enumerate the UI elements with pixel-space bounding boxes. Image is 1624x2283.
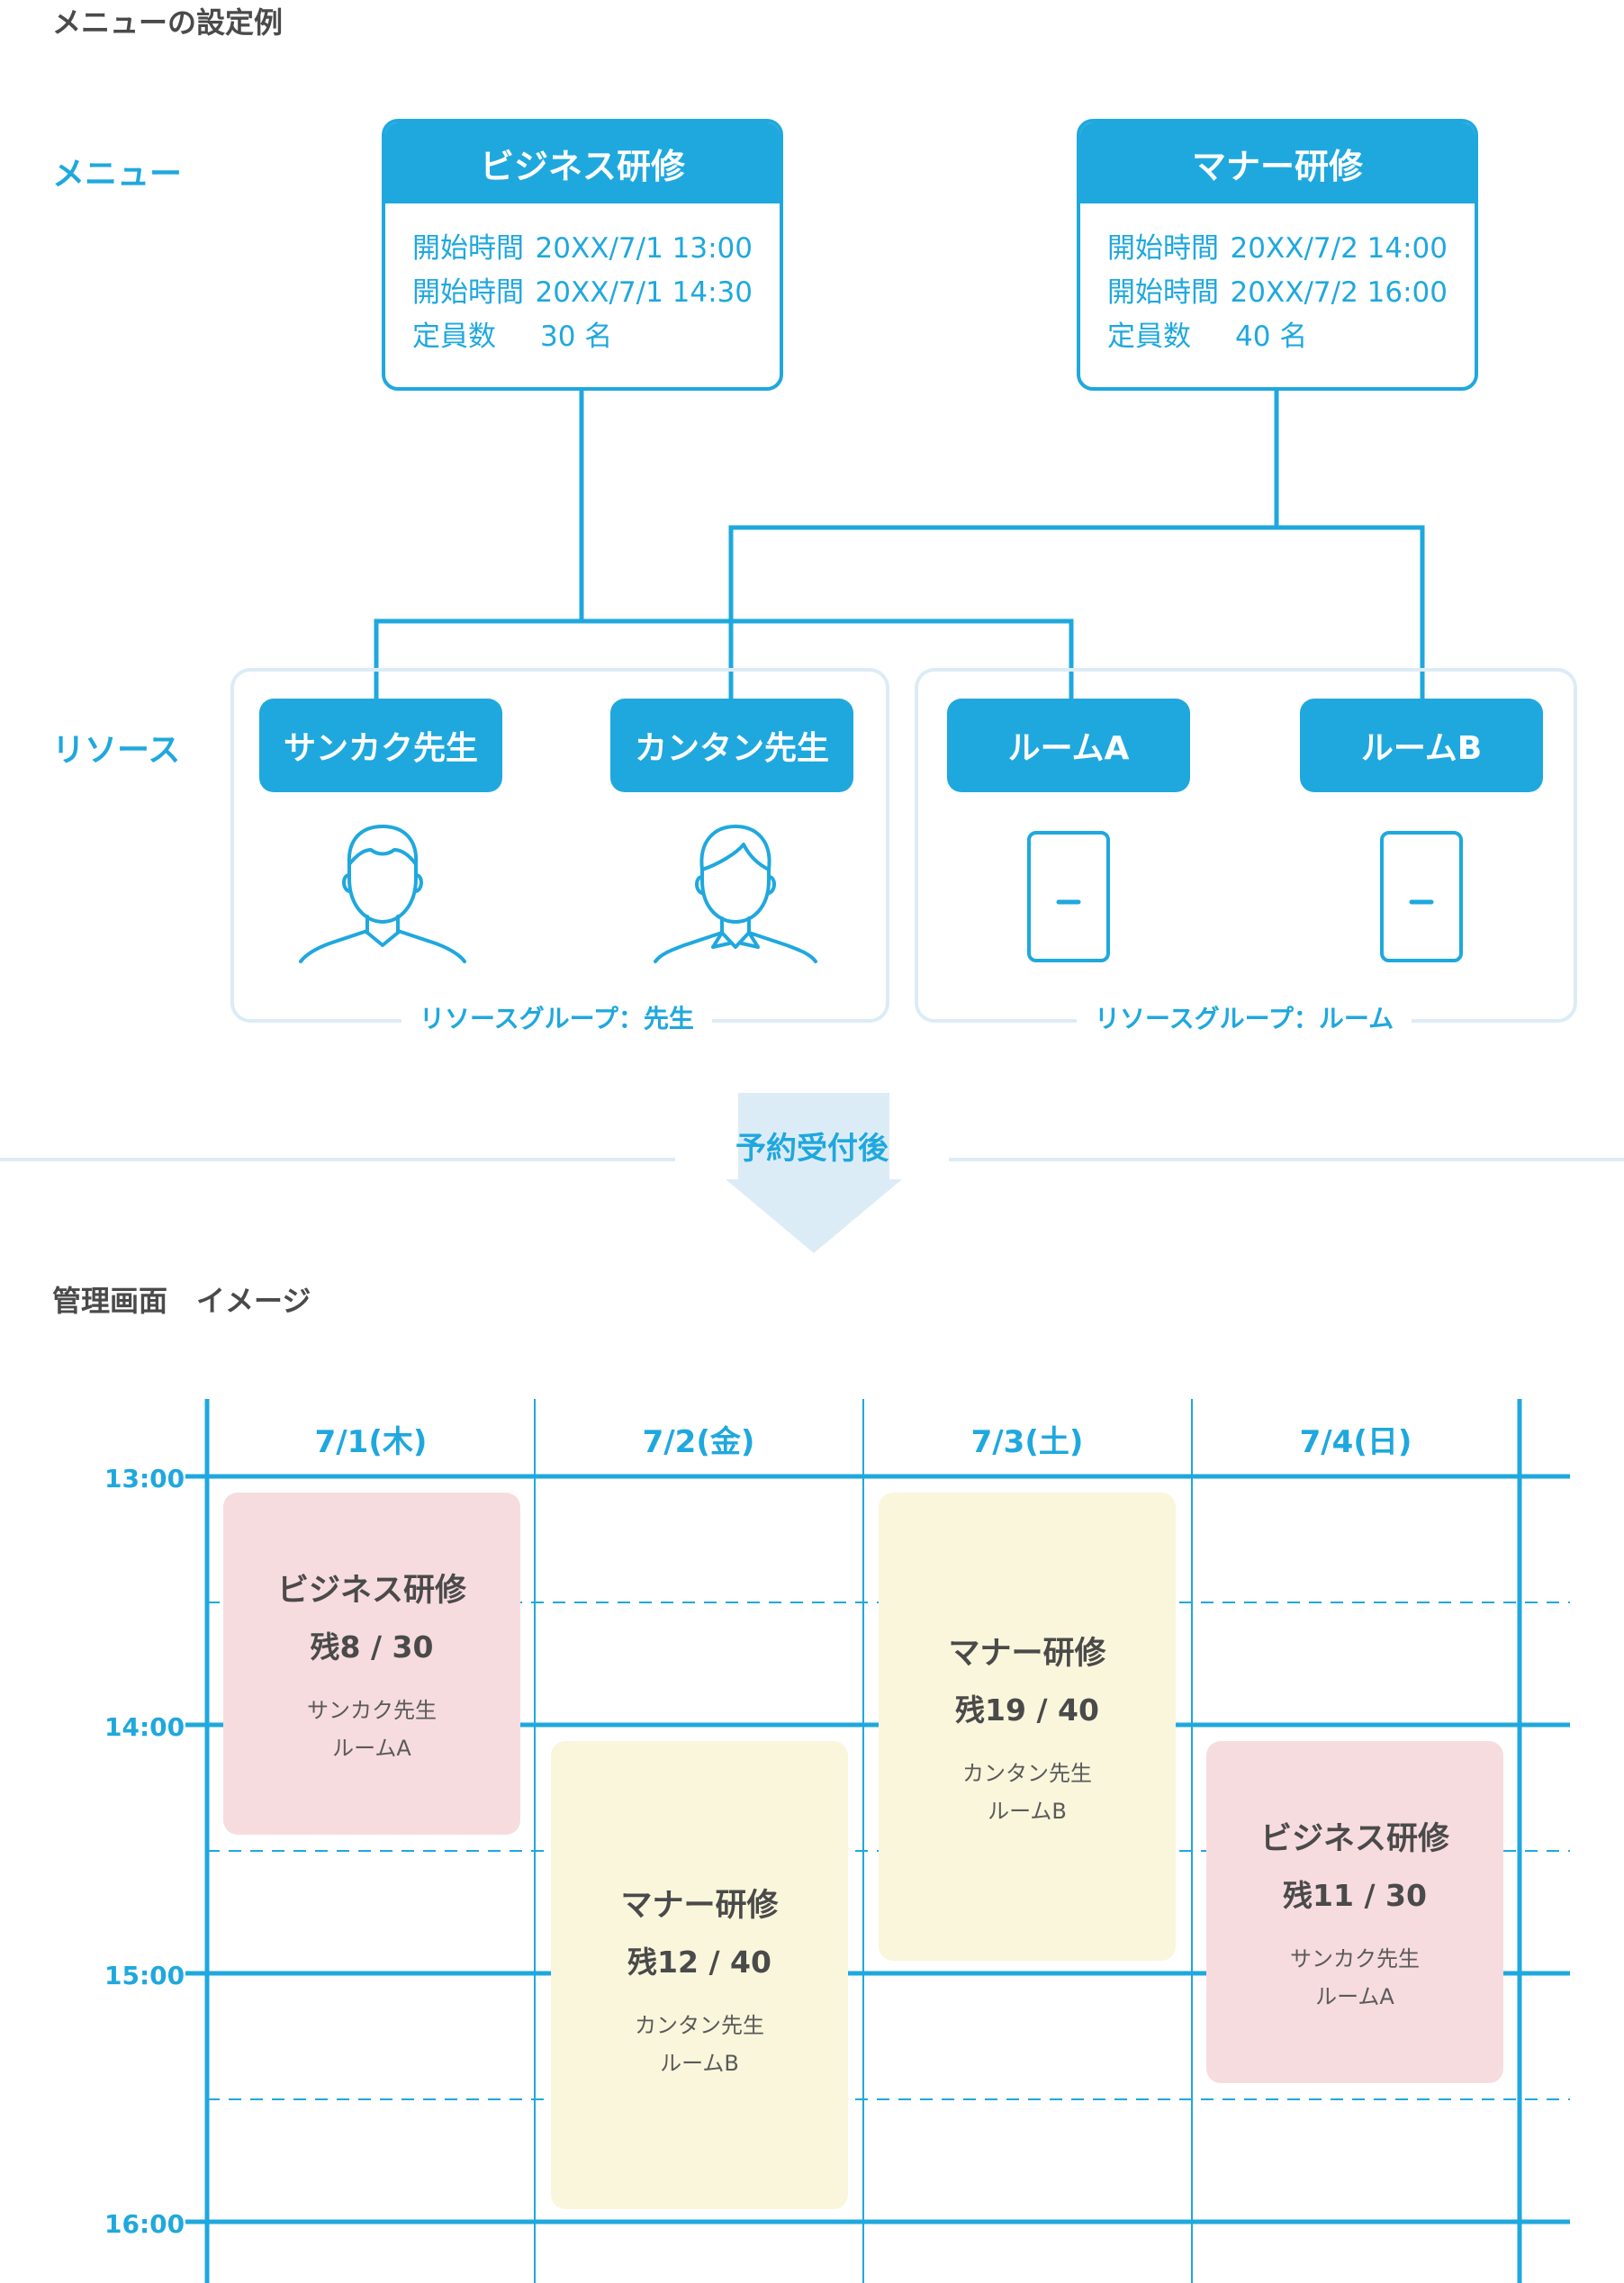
event-remaining: 残8 / 30 — [310, 1629, 434, 1665]
date-header: 7/4(日) — [1299, 1424, 1412, 1460]
calendar-event[interactable]: マナー研修 残12 / 40 カンタン先生 ルームB — [551, 1741, 848, 2209]
event-resource: サンカク先生 — [307, 1698, 437, 1723]
event-resource: ルームA — [1315, 1984, 1394, 2009]
time-label: 14:00 — [104, 1712, 185, 1742]
resource-room-b: ルームB — [1300, 699, 1543, 792]
event-resource: ルームB — [660, 2051, 739, 2076]
event-resource: ルームB — [988, 1799, 1067, 1824]
calendar-event[interactable]: ビジネス研修 残11 / 30 サンカク先生 ルームA — [1206, 1741, 1503, 2083]
event-remaining: 残12 / 40 — [627, 1945, 771, 1980]
divider-line — [949, 1158, 1624, 1161]
event-resource: サンカク先生 — [1290, 1946, 1420, 1972]
event-resource: カンタン先生 — [962, 1761, 1092, 1786]
event-remaining: 残11 / 30 — [1283, 1878, 1427, 1913]
calendar-event[interactable]: マナー研修 残19 / 40 カンタン先生 ルームB — [879, 1493, 1176, 1961]
connector-lines — [374, 384, 1425, 705]
resource-kantan-teacher: カンタン先生 — [610, 699, 853, 792]
person-short-hair-icon — [299, 825, 466, 963]
down-arrow-icon — [726, 1093, 902, 1253]
event-remaining: 残19 / 40 — [955, 1692, 1099, 1728]
menu-row-label: メニュー — [52, 156, 183, 193]
event-title: マナー研修 — [948, 1636, 1106, 1672]
event-resource: カンタン先生 — [635, 2013, 764, 2038]
time-label: 16:00 — [104, 2209, 185, 2239]
resource-group-label: リソースグループ：ルーム — [1077, 999, 1412, 1035]
door-icon — [1027, 831, 1110, 962]
event-resource: ルームA — [332, 1736, 411, 1761]
calendar-event[interactable]: ビジネス研修 残8 / 30 サンカク先生 ルームA — [223, 1493, 520, 1835]
date-header: 7/1(木) — [314, 1424, 428, 1460]
resource-row-label: リソース — [52, 732, 181, 769]
resource-sankaku-teacher: サンカク先生 — [259, 699, 502, 792]
resource-group-label: リソースグループ：先生 — [401, 999, 712, 1035]
menu-card-title: ビジネス研修 — [385, 122, 780, 203]
event-title: ビジネス研修 — [276, 1573, 466, 1609]
menu-card-title: マナー研修 — [1080, 122, 1475, 203]
time-label: 15:00 — [104, 1961, 185, 1990]
event-title: マナー研修 — [620, 1888, 779, 1924]
event-title: ビジネス研修 — [1259, 1821, 1449, 1857]
date-header: 7/2(金) — [642, 1424, 755, 1460]
admin-title: 管理画面 イメージ — [52, 1284, 311, 1318]
date-header: 7/3(土) — [970, 1424, 1084, 1460]
person-collar-icon — [654, 825, 817, 963]
divider-line — [0, 1158, 675, 1161]
transition-label: 予約受付後 — [735, 1131, 889, 1167]
door-icon — [1380, 831, 1463, 962]
resource-room-a: ルームA — [947, 699, 1190, 792]
section-title: メニューの設定例 — [52, 5, 284, 40]
time-label: 13:00 — [104, 1464, 185, 1493]
